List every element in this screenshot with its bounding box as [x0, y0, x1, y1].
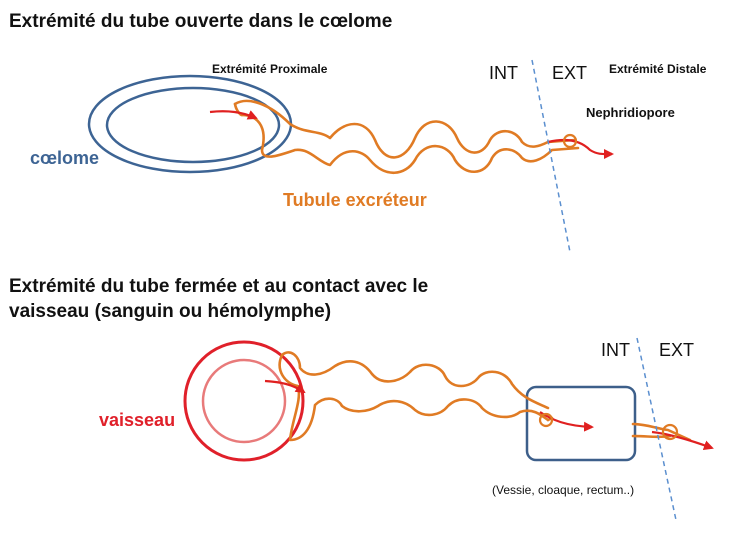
bottom-ext-label: EXT — [659, 340, 695, 360]
exit-pore-ring — [538, 412, 554, 428]
bottom-heading-line2: vaisseau (sanguin ou hémolymphe) — [9, 301, 332, 322]
nephridiopore-ring — [562, 133, 578, 149]
boundary-line-bottom — [636, 337, 677, 521]
nephridiopore-label: Nephridiopore — [586, 105, 675, 120]
reservoir-note: (Vessie, cloaque, rectum..) — [492, 483, 635, 497]
boundary-line-top — [531, 59, 571, 253]
tubule-label: Tubule excréteur — [283, 190, 427, 210]
distal-label: Extrémité Distale — [609, 62, 707, 76]
flow-arrow-coelome — [209, 110, 258, 120]
reservoir-box — [525, 385, 637, 462]
exit-pore-ring-outer — [661, 423, 679, 441]
top-heading: Extrémité du tube ouverte dans le cœlome — [9, 11, 393, 32]
coelome-label: cœlome — [30, 148, 100, 168]
bottom-int-label: INT — [601, 340, 630, 360]
vessel-shape — [183, 340, 305, 462]
tubule-bottom — [278, 351, 692, 442]
flow-arrow-pore — [547, 139, 614, 160]
top-ext-label: EXT — [552, 63, 588, 83]
top-int-label: INT — [489, 63, 518, 83]
flow-arrow-exit — [651, 430, 714, 450]
vessel-label: vaisseau — [99, 410, 176, 430]
flow-arrow-vessel — [264, 379, 306, 394]
bottom-heading-line1: Extrémité du tube fermée et au contact a… — [9, 276, 429, 297]
proximal-label: Extrémité Proximale — [212, 62, 328, 76]
